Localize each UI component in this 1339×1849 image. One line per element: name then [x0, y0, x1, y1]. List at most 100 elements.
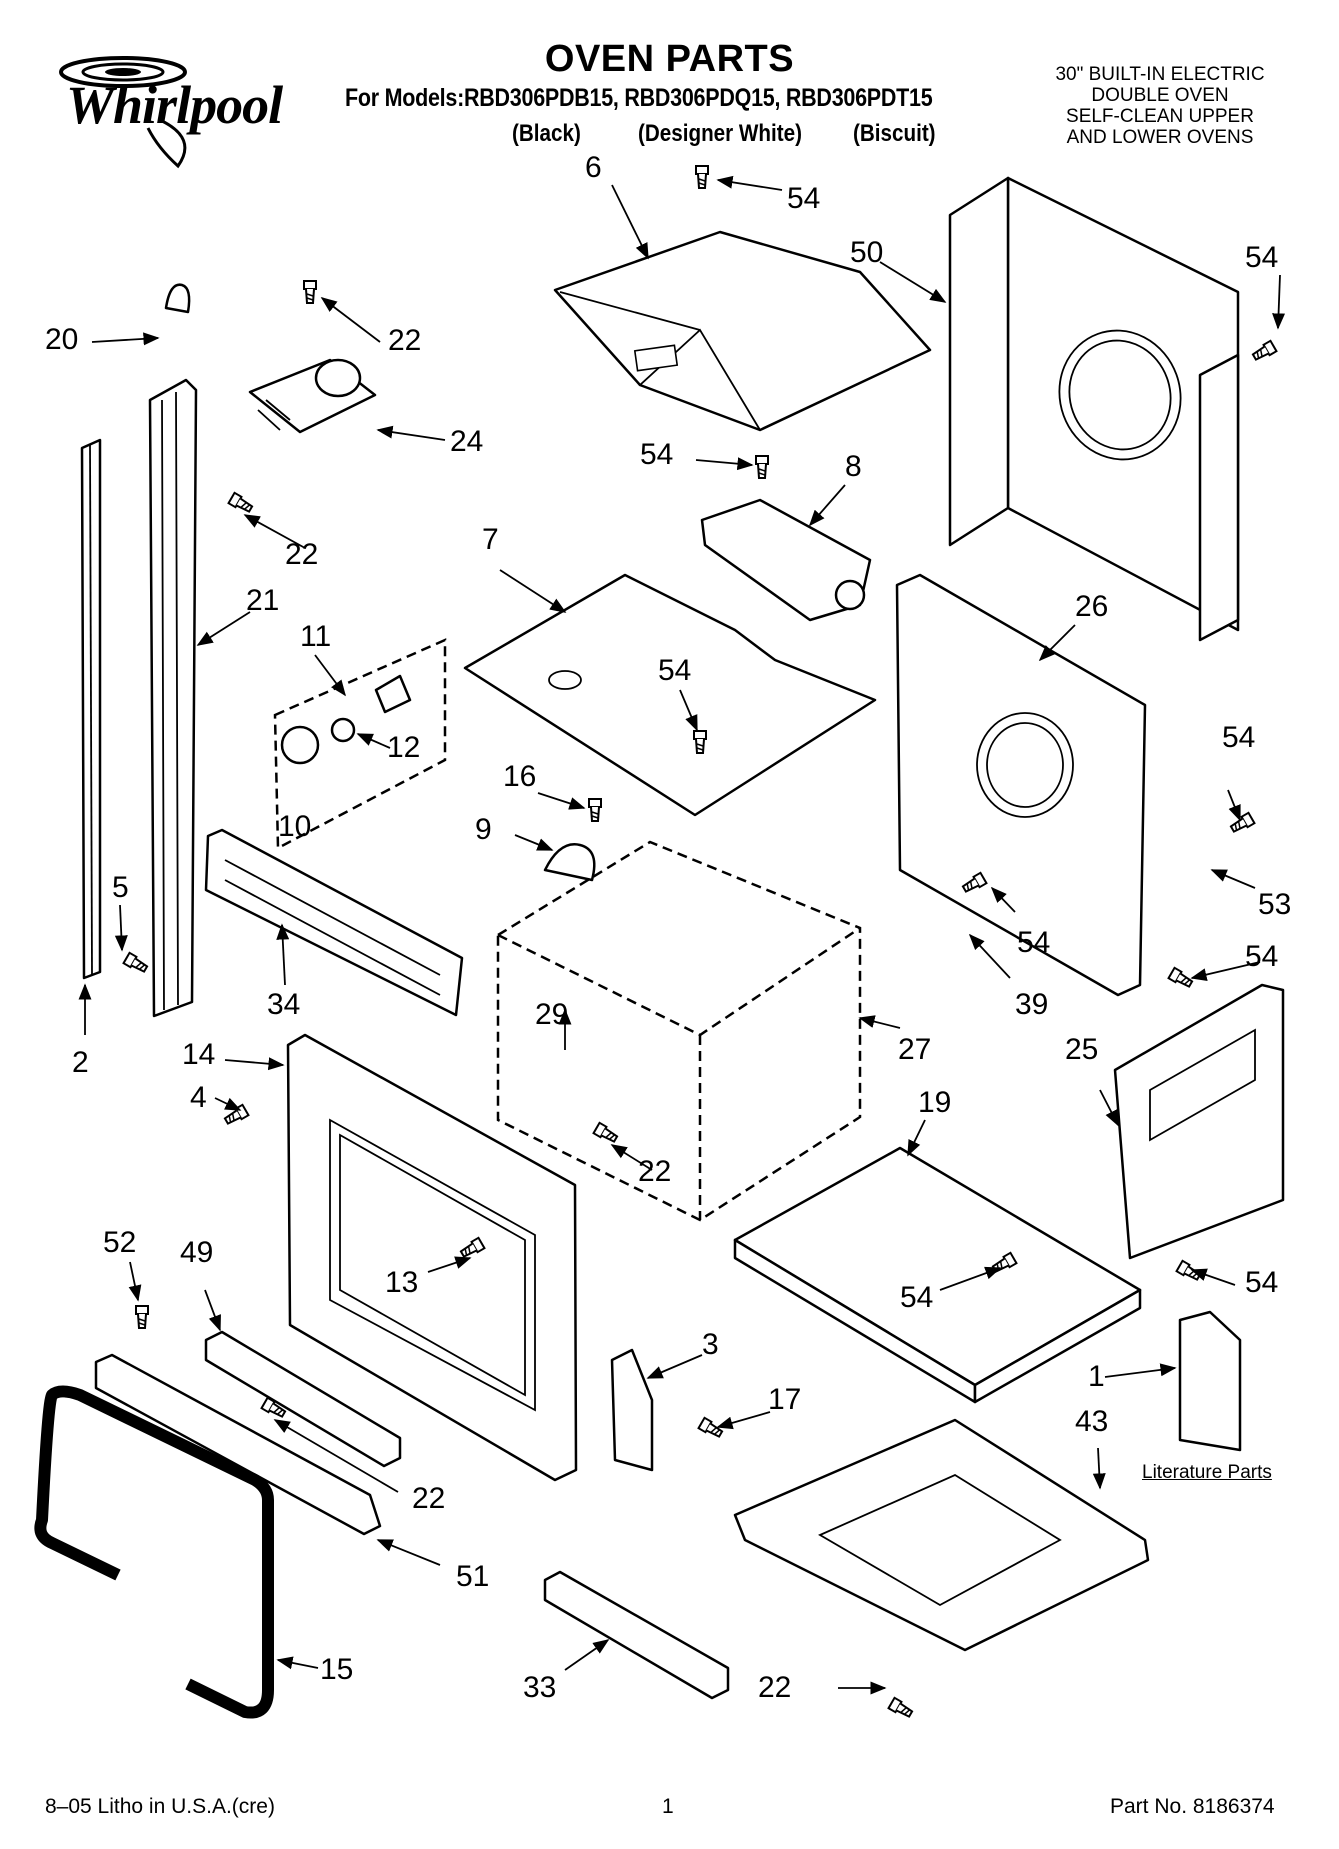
page-number: 1 — [662, 1795, 674, 1818]
screw-54 — [1250, 339, 1278, 364]
description-line: SELF-CLEAN UPPER — [1066, 106, 1254, 127]
callout-17: 17 — [768, 1383, 802, 1416]
callout-29: 29 — [535, 998, 569, 1031]
description-line: AND LOWER OVENS — [1066, 127, 1254, 148]
callout-53: 53 — [1258, 888, 1292, 921]
screw-22 — [227, 491, 255, 516]
callout-27: 27 — [898, 1033, 932, 1066]
color-biscuit: (Biscuit) — [853, 120, 936, 147]
part-15-door-gasket — [34, 1385, 274, 1719]
callout-34: 34 — [267, 988, 301, 1021]
callout-9: 9 — [475, 813, 492, 846]
callout-5: 5 — [112, 871, 129, 904]
callout-24: 24 — [450, 425, 484, 458]
callout-39: 39 — [1015, 988, 1049, 1021]
callout-13: 13 — [385, 1266, 419, 1299]
screw-54 — [695, 165, 709, 189]
callout-22: 22 — [388, 324, 422, 357]
callout-6: 6 — [585, 151, 602, 184]
callout-19: 19 — [918, 1086, 952, 1119]
callout-12: 12 — [387, 731, 421, 764]
part-50-rear-panel — [948, 176, 1240, 642]
callout-52: 52 — [103, 1226, 137, 1259]
color-black: (Black) — [512, 120, 581, 147]
callout-54: 54 — [1245, 940, 1279, 973]
callout-2: 2 — [72, 1046, 89, 1079]
callout-22: 22 — [285, 538, 319, 571]
callout-22: 22 — [412, 1482, 446, 1515]
screw-16 — [588, 798, 602, 822]
part-8-thermostat-control — [700, 498, 872, 622]
callout-54: 54 — [640, 438, 674, 471]
part-25-side-panel — [1113, 983, 1285, 1260]
screw-54 — [1228, 811, 1256, 836]
callout-7: 7 — [482, 523, 499, 556]
part-7-heat-shield — [463, 573, 877, 817]
part-51-lower-trim — [94, 1353, 382, 1536]
screw-5 — [122, 951, 150, 976]
callout-43: 43 — [1075, 1405, 1109, 1438]
part-19-bottom-panel — [733, 1146, 1142, 1404]
callout-leaders — [78, 175, 1286, 1695]
whirlpool-swirl-icon — [59, 56, 187, 169]
brand-name: Whirlpool — [66, 75, 283, 135]
callout-20: 20 — [45, 323, 79, 356]
callout-4: 4 — [190, 1081, 207, 1114]
callout-11: 11 — [300, 620, 332, 653]
color-designer-white: (Designer White) — [638, 120, 802, 147]
screw-52 — [135, 1305, 149, 1329]
callout-54: 54 — [787, 182, 821, 215]
part-34-vent-grille — [204, 828, 464, 1017]
part-49-trim — [204, 1330, 402, 1468]
callout-22: 22 — [758, 1671, 792, 1704]
callout-3: 3 — [702, 1328, 719, 1361]
callout-26: 26 — [1075, 590, 1109, 623]
callout-14: 14 — [182, 1038, 216, 1071]
part-43-drawer-tray — [733, 1418, 1150, 1652]
part-number: Part No. 8186374 — [1110, 1795, 1275, 1818]
product-description: 30" BUILT-IN ELECTRIC DOUBLE OVEN SELF-C… — [1015, 64, 1305, 148]
callout-22: 22 — [638, 1155, 672, 1188]
description-line: DOUBLE OVEN — [1091, 85, 1229, 106]
screw-54 — [693, 730, 707, 754]
description-line: 30" BUILT-IN ELECTRIC — [1055, 64, 1265, 85]
whirlpool-logo: Whirlpool — [28, 48, 283, 178]
screw-54 — [755, 455, 769, 479]
part-26-side-panel — [895, 573, 1147, 997]
screw-22 — [592, 1121, 620, 1146]
page-title: OVEN PARTS — [544, 38, 795, 80]
part-2-side-trim — [80, 438, 102, 980]
callout-54: 54 — [1017, 926, 1051, 959]
callout-49: 49 — [180, 1236, 214, 1269]
part-1-literature — [1178, 1310, 1242, 1452]
part-6-vent-deflector — [553, 230, 932, 432]
screw-22 — [303, 280, 317, 304]
callout-54: 54 — [900, 1281, 934, 1314]
callout-50: 50 — [850, 236, 884, 269]
callout-21: 21 — [246, 584, 280, 617]
callout-54: 54 — [1245, 1266, 1279, 1299]
part-27-oven-cavity — [496, 840, 862, 1222]
callout-15: 15 — [320, 1653, 354, 1686]
callout-51: 51 — [456, 1560, 490, 1593]
parts-10-11-12-lamp-assembly — [273, 638, 447, 851]
part-21-side-trim — [148, 378, 198, 1018]
callout-54: 54 — [1222, 721, 1256, 754]
model-numbers: For Models:RBD306PDB15, RBD306PDQ15, RBD… — [345, 84, 933, 112]
literature-parts-label: Literature Parts — [1142, 1462, 1272, 1483]
part-33-rail — [543, 1570, 730, 1700]
part-3-bracket — [610, 1348, 654, 1472]
part-14-front-frame — [286, 1033, 578, 1482]
part-24-switch-assembly — [248, 358, 377, 434]
callout-1: 1 — [1088, 1360, 1105, 1393]
screw-17 — [697, 1416, 725, 1441]
screw-54 — [1167, 966, 1195, 991]
callout-33: 33 — [523, 1671, 557, 1704]
screw-22 — [887, 1696, 915, 1721]
callout-54: 54 — [658, 654, 692, 687]
callout-16: 16 — [503, 760, 537, 793]
callout-54: 54 — [1245, 241, 1279, 274]
print-info: 8–05 Litho in U.S.A.(cre) — [45, 1795, 275, 1818]
callout-8: 8 — [845, 450, 862, 483]
